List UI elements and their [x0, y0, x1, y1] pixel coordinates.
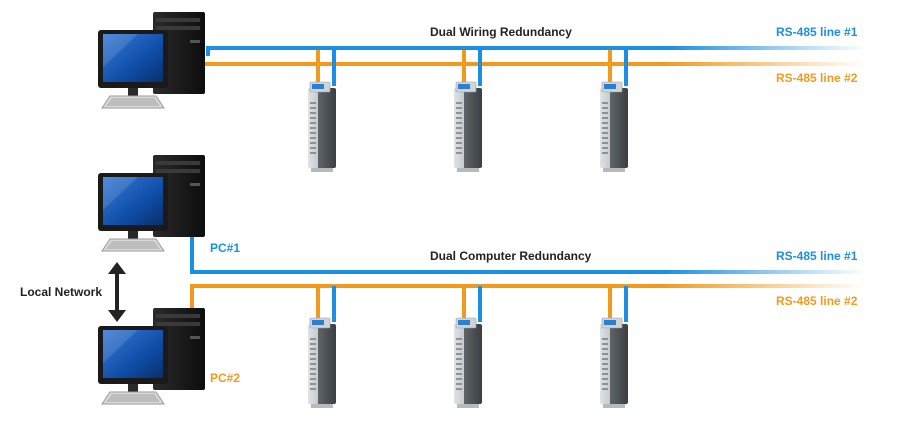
dual-computer-line1-label: RS-485 line #1	[776, 249, 858, 263]
rs485-line1-wire	[206, 46, 866, 50]
dual-wiring-line1-label: RS-485 line #1	[776, 25, 858, 39]
pc-blue-link	[206, 46, 210, 56]
desktop-computer-icon	[97, 307, 206, 405]
rs485-line2-wire	[190, 284, 866, 288]
dual-computer-line2-label: RS-485 line #2	[776, 294, 858, 308]
dual-computer-section	[97, 154, 866, 408]
pc2-orange-link	[190, 284, 194, 330]
rs485-line2-wire	[194, 62, 866, 66]
io-module-icon	[454, 286, 482, 408]
desktop-computer-icon	[97, 154, 206, 252]
pc1-blue-link	[190, 232, 194, 274]
io-module-icon	[454, 50, 482, 172]
io-module-icon	[600, 286, 628, 408]
desktop-computer-icon	[97, 11, 206, 109]
rs485-line1-wire	[190, 270, 866, 274]
io-module-icon	[600, 50, 628, 172]
io-module-icon	[308, 50, 336, 172]
io-module-icon	[308, 286, 336, 408]
local-network-label: Local Network	[20, 285, 103, 299]
double-arrow-icon	[108, 262, 126, 322]
pc1-label: PC#1	[210, 241, 241, 255]
dual-computer-title: Dual Computer Redundancy	[430, 249, 592, 263]
dual-wiring-section	[97, 11, 866, 172]
pc2-label: PC#2	[210, 371, 241, 385]
dual-wiring-line2-label: RS-485 line #2	[776, 71, 858, 85]
dual-wiring-title: Dual Wiring Redundancy	[430, 25, 572, 39]
